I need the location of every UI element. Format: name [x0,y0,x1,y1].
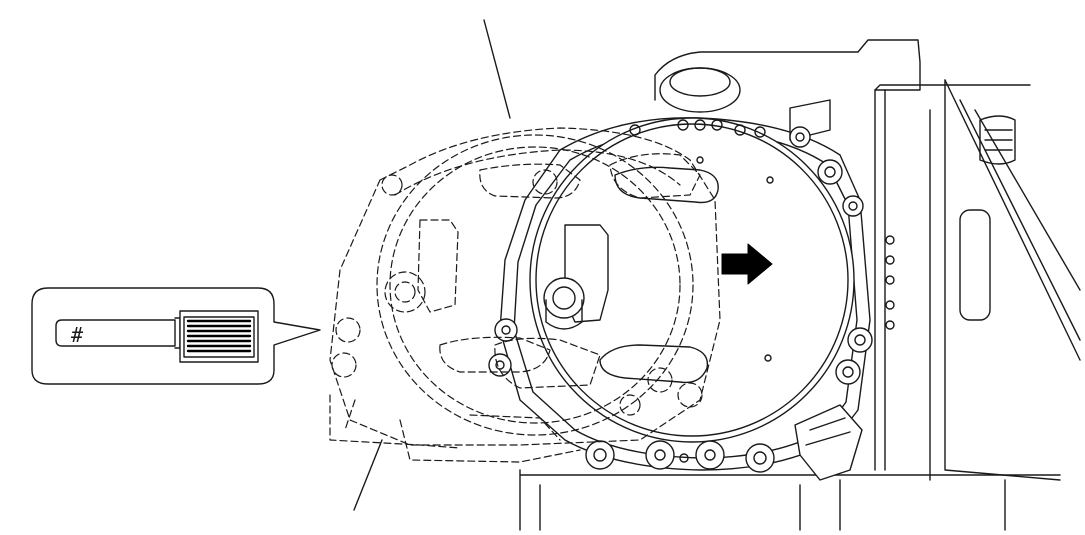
disc-hub [543,277,585,319]
leader-line-bottom [353,439,383,511]
mounting-screws [488,119,873,473]
removed-part-outline [329,127,721,463]
arrow-right-icon [721,243,773,285]
callout-label-symbol: # [70,323,84,347]
main-disc [529,117,855,443]
latch-lever [794,404,863,481]
connector-callout [31,287,321,385]
ribbon-cable-icon [55,310,259,363]
device-frame [519,39,1081,531]
leader-line-top [483,19,511,119]
